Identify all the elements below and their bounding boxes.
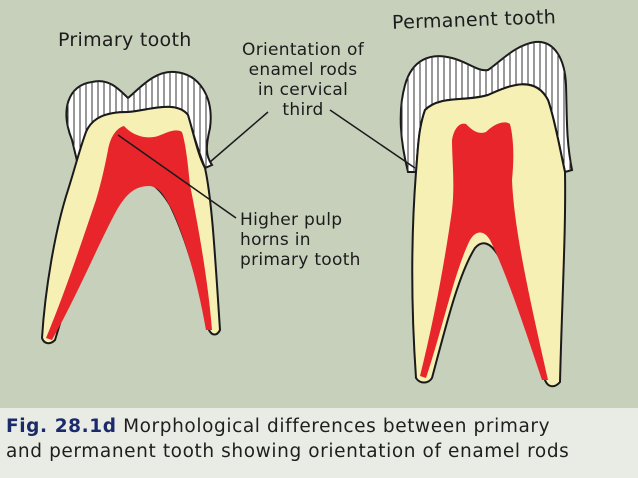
pulp-horns-line-3: primary tooth [240, 250, 361, 270]
tooth-diagram [40, 40, 574, 388]
leader-line-permanent-enamel [329, 109, 416, 169]
primary-tooth-label: Primary tooth [58, 29, 192, 51]
pulp-horns-line-2: horns in [240, 230, 311, 250]
leader-line-primary-enamel [209, 111, 269, 163]
primary-tooth-illustration [40, 70, 222, 345]
permanent-pulp [420, 122, 548, 380]
figure-number: Fig. 28.1d [6, 416, 117, 437]
permanent-tooth-label: Permanent tooth [391, 6, 557, 34]
caption-line-2: and permanent tooth showing orientation … [6, 441, 570, 462]
pulp-horns-annotation: Higher pulp horns in primary tooth [240, 210, 361, 270]
leader-line-pulp-horns [117, 134, 237, 219]
permanent-tooth-illustration [399, 40, 574, 388]
enamel-rods-line-3: in cervical [257, 80, 349, 100]
enamel-rods-annotation: Orientation of enamel rods in cervical t… [228, 40, 378, 120]
enamel-rods-line-4: third [282, 100, 324, 120]
pulp-horns-line-1: Higher pulp [240, 210, 343, 230]
enamel-rods-line-1: Orientation of [242, 40, 364, 60]
caption-text-1: Morphological differences between primar… [123, 416, 551, 437]
caption-line-1: Fig. 28.1d Morphological differences bet… [6, 414, 636, 439]
figure-caption: Fig. 28.1d Morphological differences bet… [6, 414, 636, 464]
enamel-rods-line-2: enamel rods [248, 60, 358, 80]
figure-panel: Primary tooth Permanent tooth Orientatio… [0, 0, 638, 408]
primary-pulp [46, 126, 212, 340]
